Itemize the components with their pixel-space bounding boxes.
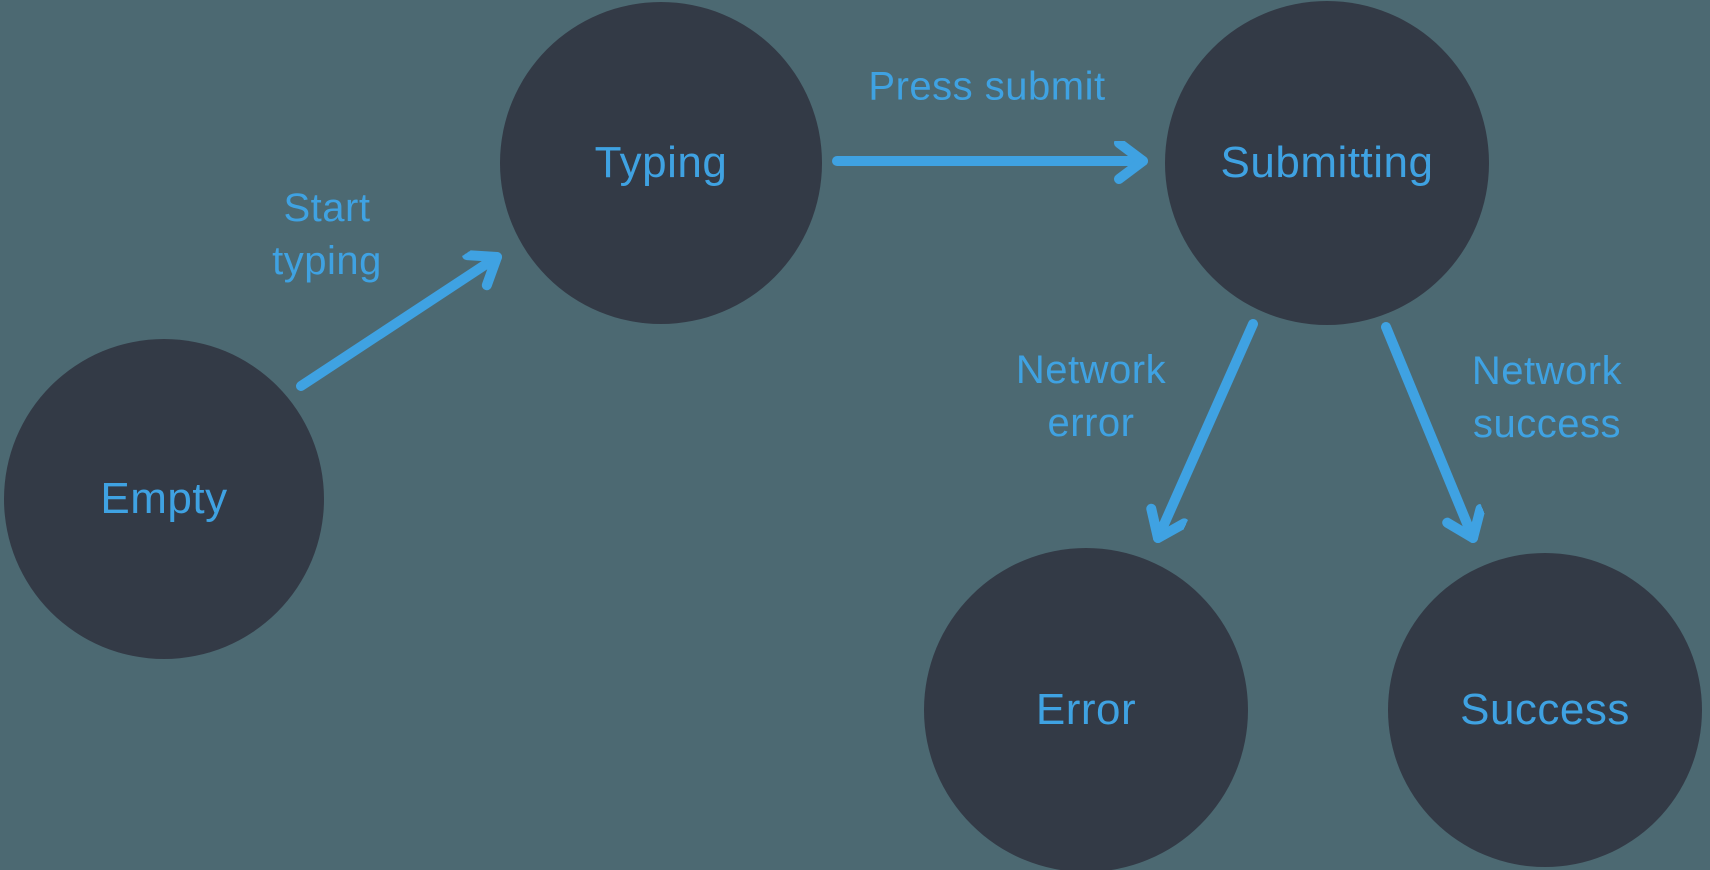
transition-label-network-error: Network error xyxy=(1015,348,1167,445)
state-node-empty: Empty xyxy=(4,339,324,659)
transition-label-start-typing: Start typing xyxy=(272,186,382,283)
state-node-error: Error xyxy=(924,548,1248,870)
state-label-error: Error xyxy=(1035,685,1137,734)
arrow-submitting-to-error xyxy=(1158,319,1258,543)
state-node-typing: Typing xyxy=(500,2,822,324)
state-node-submitting: Submitting xyxy=(1165,1,1489,325)
state-label-empty: Empty xyxy=(100,474,228,523)
state-label-submitting: Submitting xyxy=(1220,138,1434,187)
state-node-success: Success xyxy=(1388,553,1702,867)
arrow-submitting-to-success xyxy=(1381,322,1473,543)
transition-label-press-submit: Press submit xyxy=(868,64,1106,109)
transition-label-network-success: Network success xyxy=(1471,349,1623,446)
arrow-empty-to-typing xyxy=(296,257,502,391)
state-label-success: Success xyxy=(1460,685,1630,734)
state-label-typing: Typing xyxy=(594,138,728,187)
